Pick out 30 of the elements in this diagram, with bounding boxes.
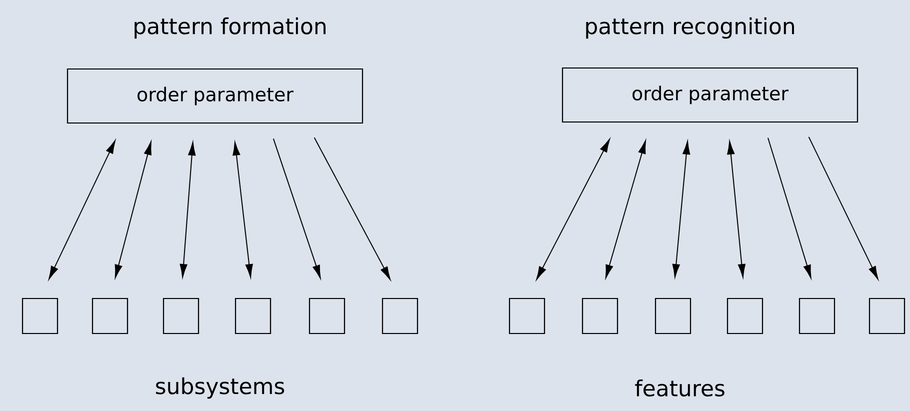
- unit-box: [868, 298, 906, 334]
- unit-box: [798, 298, 836, 334]
- diagram-heading: pattern formation: [134, 17, 326, 39]
- unit-box: [162, 298, 200, 334]
- unit-box: [654, 298, 692, 334]
- unit-box: [234, 298, 272, 334]
- arrow: [672, 141, 690, 278]
- group-caption: subsystems: [156, 377, 284, 399]
- parameter-box: order parameter: [562, 67, 858, 123]
- unit-box: [726, 298, 764, 334]
- arrow: [114, 141, 152, 278]
- unit-box: [22, 298, 58, 334]
- unit-box: [382, 298, 418, 334]
- unit-box: [582, 298, 618, 334]
- arrow: [272, 138, 321, 278]
- group-caption: features: [635, 379, 724, 396]
- arrow: [232, 142, 253, 278]
- unit-box: [508, 298, 546, 334]
- arrow: [727, 141, 746, 278]
- arrow: [48, 140, 116, 280]
- diagram-heading: pattern recognition: [586, 17, 794, 39]
- unit-box: [92, 298, 128, 334]
- arrow: [767, 137, 812, 278]
- arrow: [605, 140, 646, 278]
- arrow: [808, 136, 878, 280]
- arrow: [314, 137, 391, 280]
- arrow: [180, 142, 196, 278]
- arrow: [536, 138, 610, 280]
- parameter-box: order parameter: [66, 68, 364, 124]
- unit-box: [308, 298, 346, 334]
